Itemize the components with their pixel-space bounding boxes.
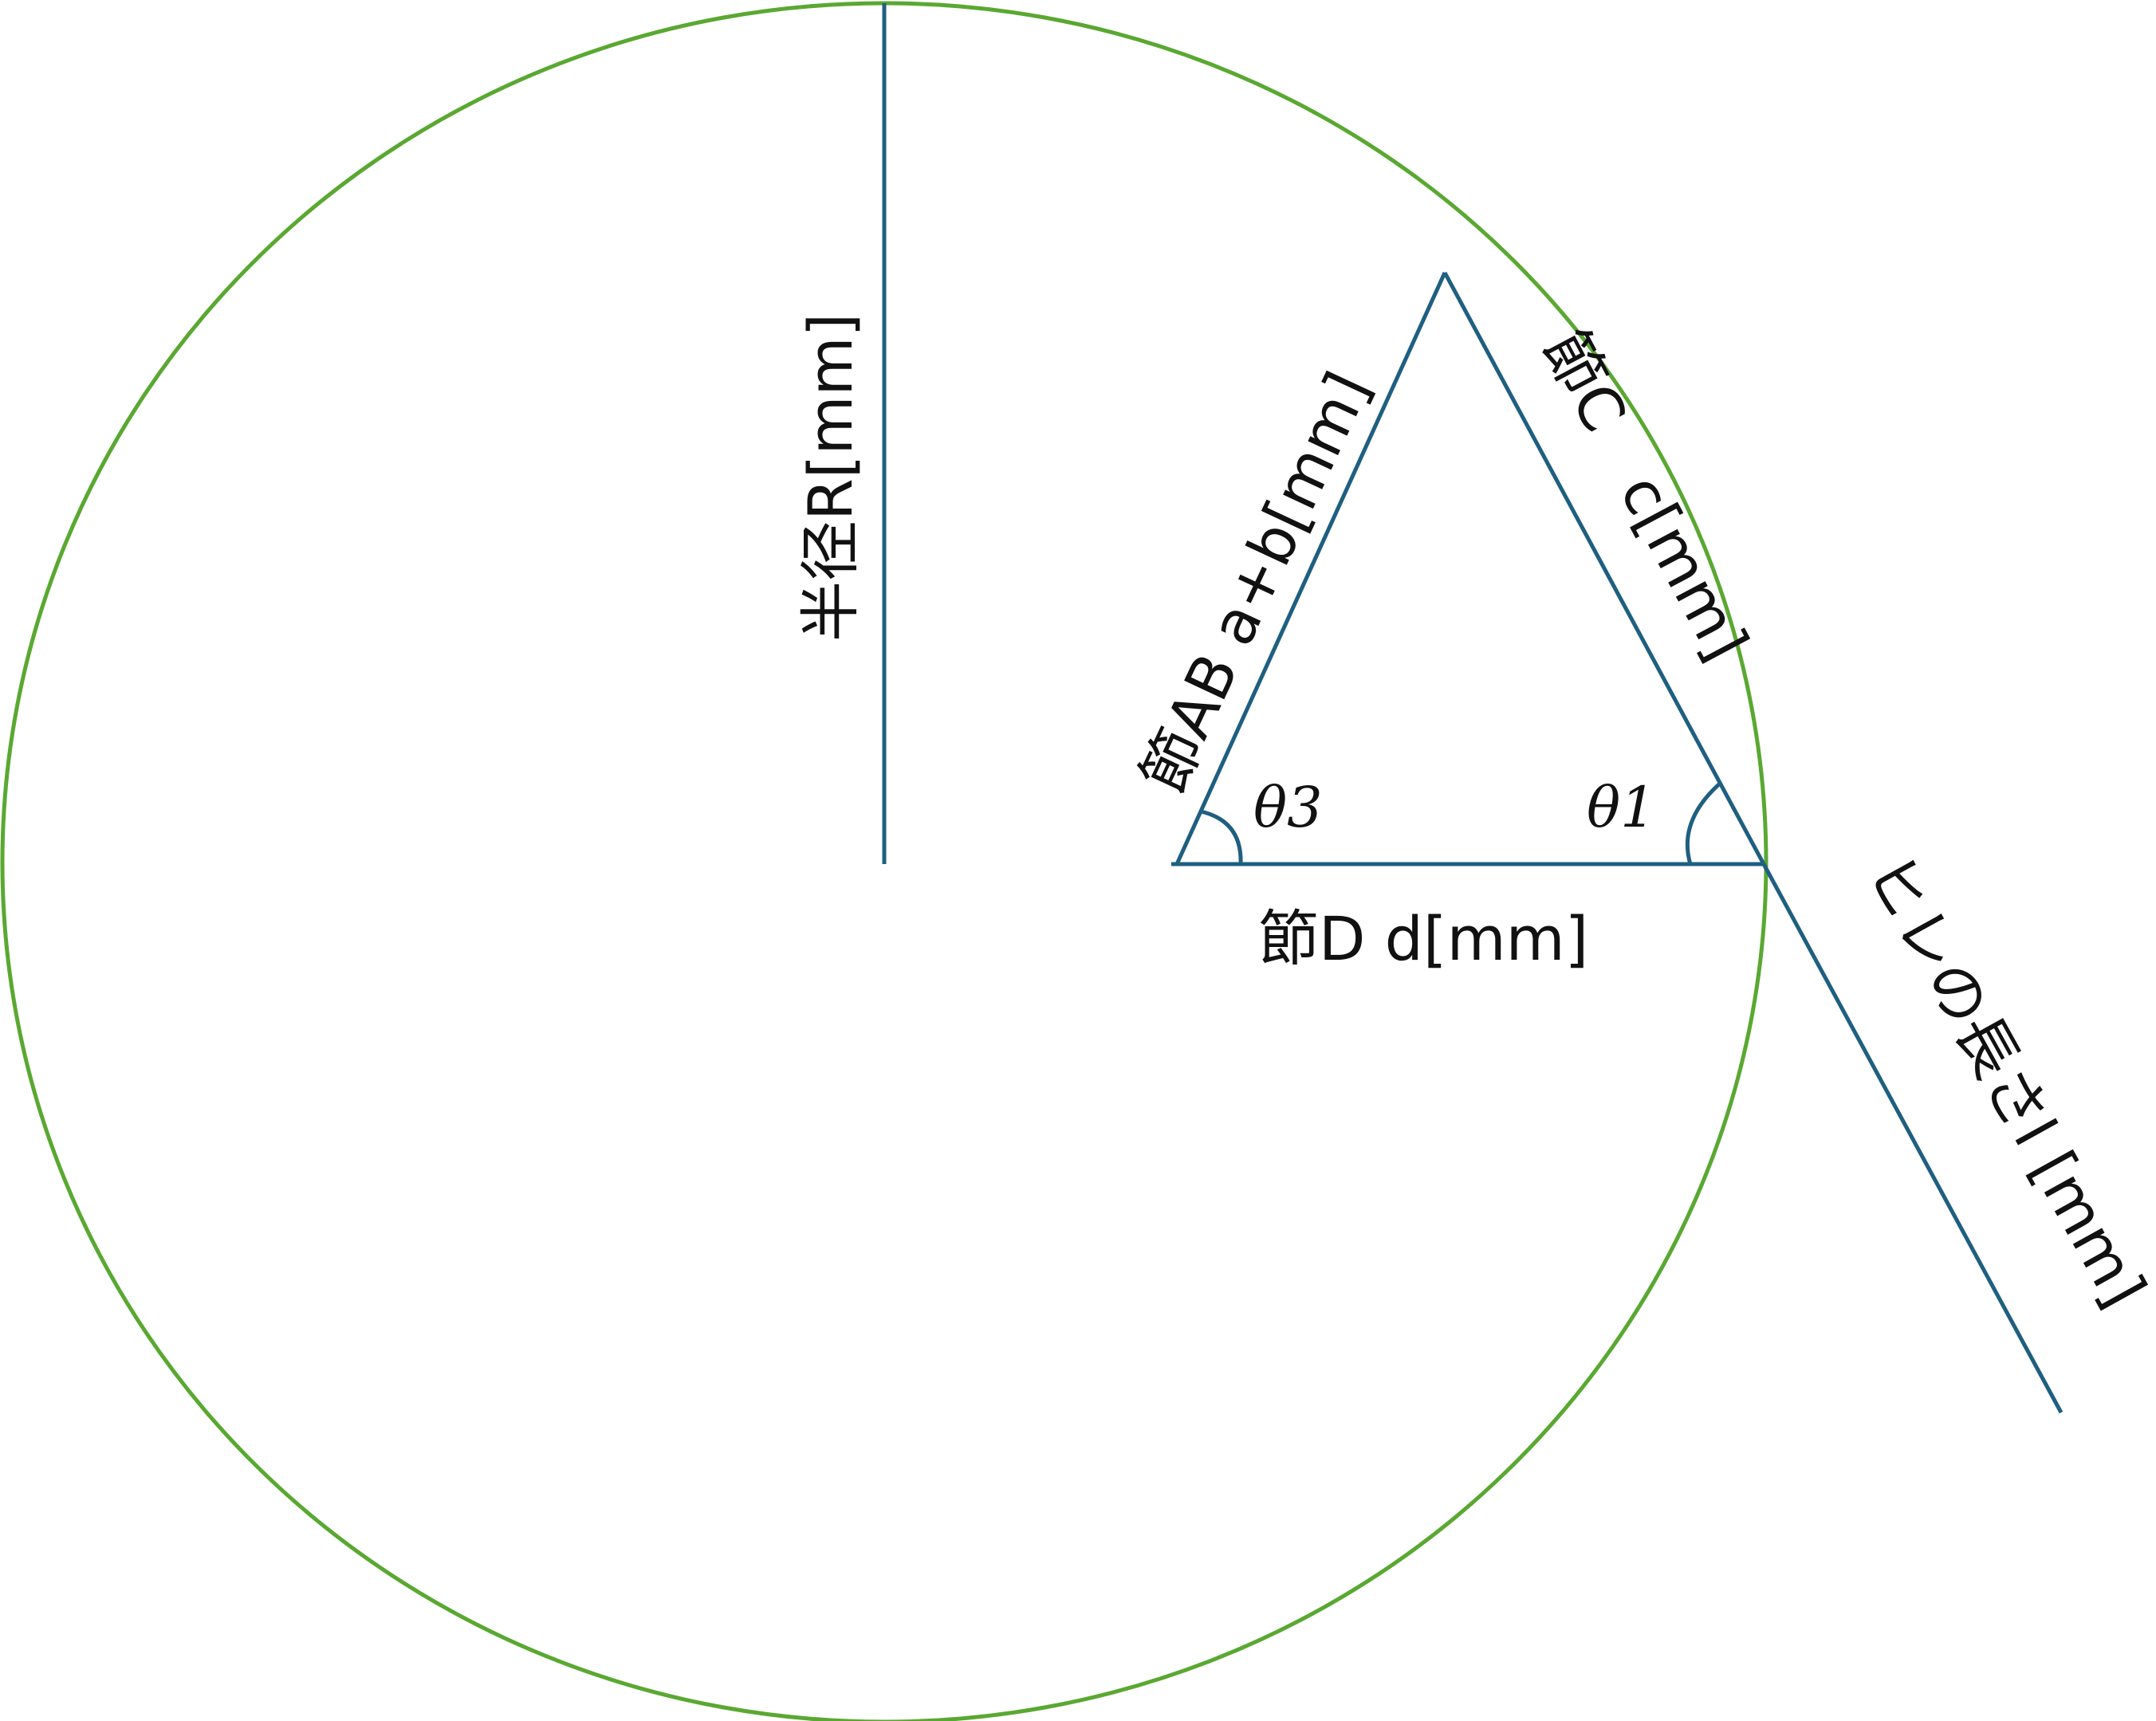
theta3-label: θ3 bbox=[1253, 775, 1323, 840]
theta3-arc bbox=[1200, 809, 1243, 865]
link-ab-line bbox=[1174, 271, 1447, 866]
link-d-label: 節D d[mm] bbox=[1258, 903, 1588, 974]
fin-length-label: ヒレの長さl [mm] bbox=[1853, 843, 2156, 1318]
theta1-arc bbox=[1685, 781, 1722, 865]
link-ab-label: 節AB a+b[mm] bbox=[1127, 361, 1384, 803]
theta1-label: θ1 bbox=[1587, 775, 1656, 840]
link-c-line bbox=[1442, 271, 1766, 866]
radius-label: 半径R[mm] bbox=[795, 313, 866, 642]
fin-line bbox=[1761, 862, 2064, 1414]
